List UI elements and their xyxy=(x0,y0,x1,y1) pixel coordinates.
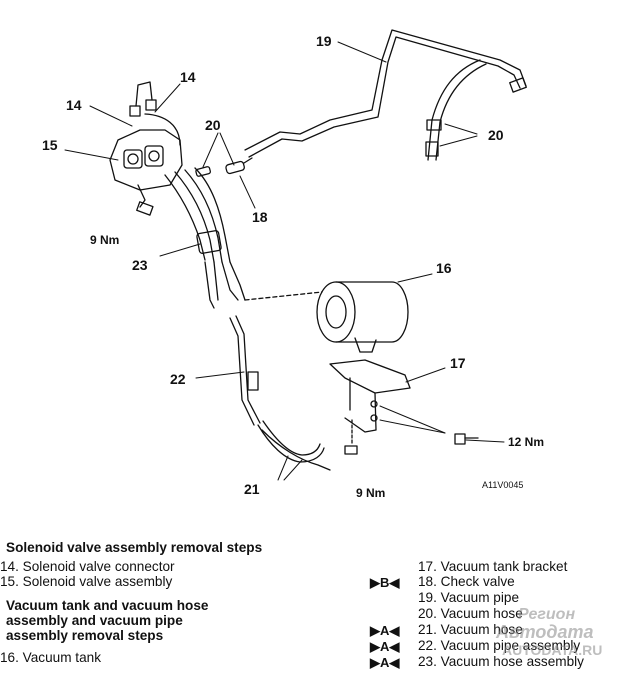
step-19: 19. Vacuum pipe xyxy=(418,590,520,605)
watermark-line1: Регион xyxy=(518,606,576,623)
bolt-12nm xyxy=(454,433,479,445)
step-18: 18. Check valve xyxy=(418,574,515,589)
check-valve-18 xyxy=(195,157,253,177)
callout-19: 19 xyxy=(316,33,332,49)
torque-9nm-solenoid: 9 Nm xyxy=(90,233,119,247)
figure-code: A11V0045 xyxy=(482,480,523,490)
step-23: 23. Vacuum hose assembly xyxy=(418,654,584,669)
watermark-line2: Автодата xyxy=(496,622,594,642)
callout-14-right: 14 xyxy=(180,69,196,85)
connection-dash xyxy=(244,291,323,301)
mark-a-22: ▶A◀ xyxy=(370,639,400,654)
vacuum-tank-16 xyxy=(316,281,409,353)
torque-12nm: 12 Nm xyxy=(508,435,544,449)
group2-title-line3: assembly removal steps xyxy=(6,628,164,643)
callout-16: 16 xyxy=(436,260,452,276)
step-15: 15. Solenoid valve assembly xyxy=(0,574,173,589)
group2-title-line2: assembly and vacuum pipe xyxy=(6,613,183,628)
step-21: 21. Vacuum hose xyxy=(418,622,523,637)
vacuum-hose-21 xyxy=(257,420,331,471)
callout-14-left: 14 xyxy=(66,97,82,113)
callout-21: 21 xyxy=(244,481,260,497)
vacuum-hose-assembly-23 xyxy=(164,167,246,309)
group2-title-line1: Vacuum tank and vacuum hose xyxy=(6,598,209,613)
removal-steps: Solenoid valve assembly removal steps 14… xyxy=(0,538,623,676)
mark-b-18: ▶B◀ xyxy=(370,575,400,590)
leader-lines xyxy=(64,41,505,481)
group1-title: Solenoid valve assembly removal steps xyxy=(6,540,263,555)
step-16: 16. Vacuum tank xyxy=(0,650,102,665)
mark-a-23: ▶A◀ xyxy=(370,655,400,670)
torque-9nm-bracket: 9 Nm xyxy=(356,486,385,500)
callout-20-right: 20 xyxy=(488,127,504,143)
step-17: 17. Vacuum tank bracket xyxy=(418,559,568,574)
callout-23: 23 xyxy=(132,257,148,273)
mark-a-21: ▶A◀ xyxy=(370,623,400,638)
watermark-line3: AUTODATA.RU xyxy=(502,642,603,658)
callout-18: 18 xyxy=(252,209,268,225)
vacuum-hose-20-right xyxy=(425,59,487,161)
callout-15: 15 xyxy=(42,137,58,153)
watermark: Регион Автодата AUTODATA.RU xyxy=(488,606,618,668)
step-22: 22. Vacuum pipe assembly xyxy=(418,638,581,653)
step-20: 20. Vacuum hose xyxy=(418,606,523,621)
vacuum-pipe-19 xyxy=(244,29,527,158)
solenoid-valve-assembly-15 xyxy=(109,81,183,216)
callout-22: 22 xyxy=(170,371,186,387)
callout-20-left: 20 xyxy=(205,117,221,133)
step-14: 14. Solenoid valve connector xyxy=(0,559,175,574)
vacuum-pipe-assembly-22 xyxy=(229,315,261,426)
callout-17: 17 xyxy=(450,355,466,371)
bolt-9nm-tank xyxy=(344,419,358,455)
vacuum-tank-bracket-17 xyxy=(329,359,411,433)
